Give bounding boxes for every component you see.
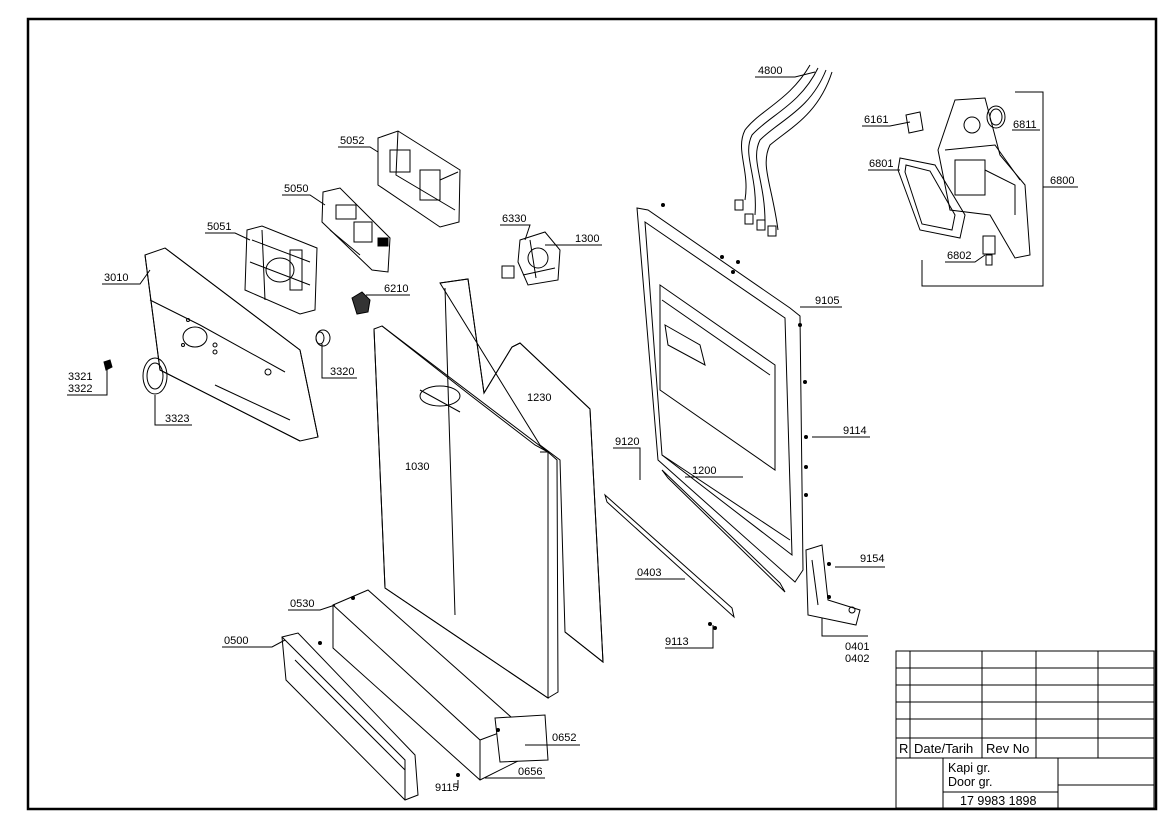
callout-0656: 0656 — [518, 766, 542, 778]
document-number: 17 9983 1898 — [960, 794, 1037, 808]
bracket-part — [244, 225, 318, 315]
control-panel-part — [144, 247, 319, 442]
callout-6802: 6802 — [947, 250, 971, 262]
callout-3321: 3321 — [68, 371, 92, 383]
leader-lines — [67, 71, 1078, 788]
seal-strip-part — [661, 469, 786, 593]
callout-1200: 1200 — [692, 465, 716, 477]
callout-9114: 9114 — [843, 425, 867, 437]
callout-3323: 3323 — [165, 413, 189, 425]
knob-ring-part — [142, 357, 168, 395]
callout-6800: 6800 — [1050, 175, 1074, 187]
callout-0402: 0402 — [845, 653, 869, 665]
callout-9113: 9113 — [665, 636, 689, 648]
housing-part — [377, 130, 461, 228]
drawing-frame — [26, 17, 1158, 811]
dosing-bracket-part — [501, 265, 515, 279]
callout-0652: 0652 — [552, 732, 576, 744]
lock-seal-part — [986, 105, 1006, 129]
title-block: R Date/Tarih Rev No Kapi gr. Door gr. 17… — [895, 650, 1155, 809]
revno-column-header: Rev No — [986, 741, 1029, 756]
inner-door-part — [373, 325, 559, 699]
callout-labels: 4800 6161 6811 6801 6800 6802 5052 5050 … — [68, 65, 1074, 794]
callout-5052: 5052 — [340, 135, 364, 147]
cable-harness-part — [734, 64, 833, 237]
callout-0530: 0530 — [290, 598, 314, 610]
callout-6210: 6210 — [384, 283, 408, 295]
callout-9154: 9154 — [860, 553, 884, 565]
callout-5050: 5050 — [284, 183, 308, 195]
callout-9105: 9105 — [815, 295, 839, 307]
callout-5051: 5051 — [207, 221, 231, 233]
callout-4800: 4800 — [758, 65, 782, 77]
callout-1030: 1030 — [405, 461, 429, 473]
callout-1230: 1230 — [527, 392, 551, 404]
callout-3320: 3320 — [330, 366, 354, 378]
callout-1300: 1300 — [575, 233, 599, 245]
bottom-bar-part — [604, 493, 735, 619]
callout-6811: 6811 — [1013, 119, 1037, 131]
screws — [318, 203, 831, 777]
title-english: Door gr. — [948, 775, 992, 789]
insulation-part — [439, 278, 604, 664]
callout-3322: 3322 — [68, 383, 92, 395]
detergent-dispenser-part — [517, 231, 561, 286]
rev-column-header: R — [899, 741, 908, 756]
date-column-header: Date/Tarih — [914, 741, 973, 756]
callout-0401: 0401 — [845, 641, 869, 653]
callout-6161: 6161 — [864, 114, 888, 126]
micro-switch-part — [982, 235, 996, 266]
cover-panel-part — [494, 714, 549, 763]
callout-6801: 6801 — [869, 158, 893, 170]
clip-part — [103, 359, 113, 371]
callout-9120: 9120 — [615, 436, 639, 448]
switch-part — [351, 291, 371, 315]
callout-6330: 6330 — [502, 213, 526, 225]
lock-plate-part — [905, 111, 924, 134]
pcb-part — [321, 187, 391, 273]
door-handle-part — [281, 632, 419, 801]
callout-3010: 3010 — [104, 272, 128, 284]
outer-door-part — [636, 207, 804, 583]
knob-part — [315, 329, 331, 347]
callout-0403: 0403 — [637, 567, 661, 579]
callout-9115: 9115 — [435, 782, 459, 794]
hinge-part — [805, 544, 861, 626]
callout-0500: 0500 — [224, 635, 248, 647]
title-turkish: Kapi gr. — [948, 761, 990, 775]
